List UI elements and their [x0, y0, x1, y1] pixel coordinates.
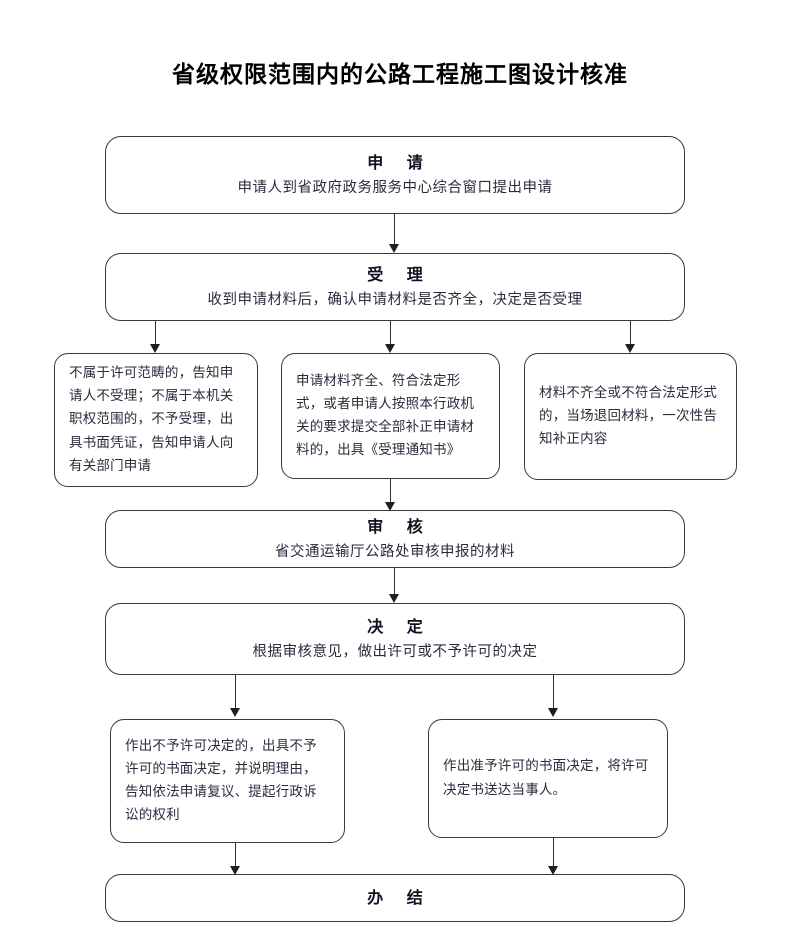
connector-accept-to-branch-right-line: [630, 321, 631, 348]
node-branch-left[interactable]: 不属于许可范畴的，告知申请人不受理；不属于本机关职权范围的，不予受理，出具书面凭…: [54, 353, 258, 487]
node-outcome-deny[interactable]: 作出不予许可决定的，出具不予许可的书面决定，并说明理由，告知依法申请复议、提起行…: [110, 719, 345, 843]
node-decision-heading: 决 定: [367, 616, 432, 636]
connector-branch-middle-to-review-line: [390, 479, 391, 506]
node-branch-middle-body: 申请材料齐全、符合法定形式，或者申请人按照本行政机关的要求提交全部补正申请材料的…: [296, 372, 475, 459]
connector-accept-to-branch-left-line: [155, 321, 156, 348]
connector-decision-to-outcome-deny-line: [235, 675, 236, 712]
node-apply[interactable]: 申 请 申请人到省政府政务服务中心综合窗口提出申请: [105, 136, 685, 214]
node-decision[interactable]: 决 定 根据审核意见，做出许可或不予许可的决定: [105, 603, 685, 675]
connector-review-to-decision-line: [394, 568, 395, 598]
node-apply-body: 申请人到省政府政务服务中心综合窗口提出申请: [237, 179, 553, 196]
connector-apply-to-accept-line: [394, 214, 395, 248]
node-branch-middle[interactable]: 申请材料齐全、符合法定形式，或者申请人按照本行政机关的要求提交全部补正申请材料的…: [281, 353, 500, 479]
connector-accept-to-branch-middle-line: [390, 321, 391, 348]
node-accept-heading: 受 理: [367, 264, 432, 284]
connector-outcome-grant-to-complete-arrow: [548, 866, 558, 875]
connector-review-to-decision-arrow: [389, 594, 399, 603]
node-branch-left-body: 不属于许可范畴的，告知申请人不受理；不属于本机关职权范围的，不予受理，出具书面凭…: [69, 364, 234, 474]
node-outcome-grant-body: 作出准予许可的书面决定，将许可决定书送达当事人。: [443, 758, 649, 798]
connector-apply-to-accept-arrow: [389, 244, 399, 253]
node-decision-body: 根据审核意见，做出许可或不予许可的决定: [252, 643, 538, 660]
connector-accept-to-branch-right-arrow: [625, 344, 635, 353]
node-review-heading: 审 核: [367, 516, 432, 536]
connector-outcome-deny-to-complete-arrow: [230, 866, 240, 875]
connector-decision-to-outcome-grant-line: [553, 675, 554, 712]
node-outcome-grant[interactable]: 作出准予许可的书面决定，将许可决定书送达当事人。: [428, 719, 668, 838]
connector-accept-to-branch-middle-arrow: [385, 344, 395, 353]
connector-decision-to-outcome-grant-arrow: [548, 708, 558, 717]
node-review[interactable]: 审 核 省交通运输厅公路处审核申报的材料: [105, 510, 685, 568]
connector-outcome-deny-to-complete-line: [235, 843, 236, 871]
node-review-body: 省交通运输厅公路处审核申报的材料: [275, 543, 515, 560]
connector-branch-middle-to-review-arrow: [385, 502, 395, 511]
node-complete-heading: 办 结: [367, 888, 432, 907]
node-branch-right-body: 材料不齐全或不符合法定形式的，当场退回材料，一次性告知补正内容: [539, 384, 718, 448]
connector-accept-to-branch-left-arrow: [150, 344, 160, 353]
node-branch-right[interactable]: 材料不齐全或不符合法定形式的，当场退回材料，一次性告知补正内容: [524, 353, 737, 480]
node-apply-heading: 申 请: [367, 152, 432, 172]
node-complete[interactable]: 办 结: [105, 874, 685, 922]
connector-decision-to-outcome-deny-arrow: [230, 708, 240, 717]
node-accept-body: 收到申请材料后，确认申请材料是否齐全，决定是否受理: [207, 291, 583, 308]
node-accept[interactable]: 受 理 收到申请材料后，确认申请材料是否齐全，决定是否受理: [105, 253, 685, 321]
page-title: 省级权限范围内的公路工程施工图设计核准: [172, 62, 628, 88]
node-outcome-deny-body: 作出不予许可决定的，出具不予许可的书面决定，并说明理由，告知依法申请复议、提起行…: [125, 737, 317, 824]
connector-outcome-grant-to-complete-line: [553, 838, 554, 871]
